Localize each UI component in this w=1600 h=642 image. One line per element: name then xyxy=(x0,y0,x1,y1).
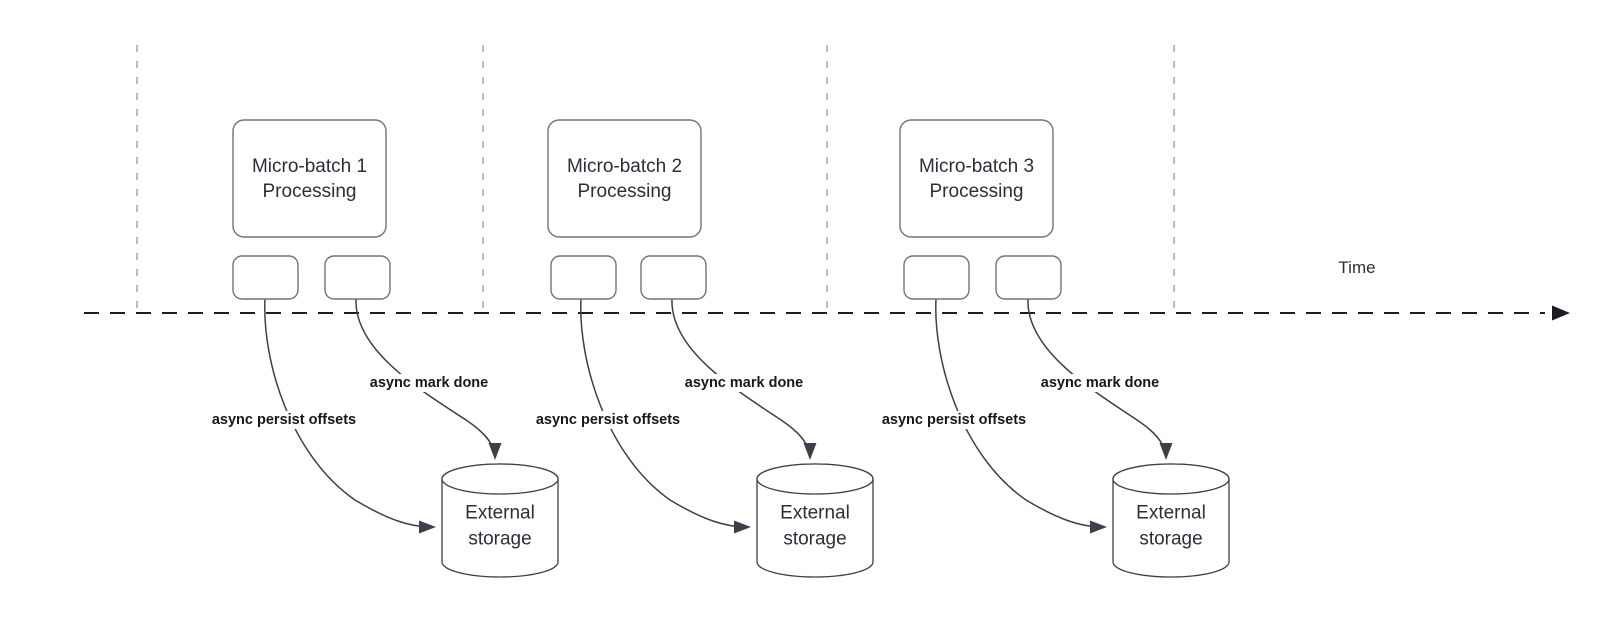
micro-batch-2-mark-done-edge xyxy=(671,298,810,453)
micro-batch-1-persist-offsets-edge-label: async persist offsets xyxy=(212,412,356,428)
time-axis-arrowhead xyxy=(1552,305,1570,321)
micro-batch-1-persist-offsets-edge-label-backdrop xyxy=(207,411,361,429)
micro-batch-3-persist-offsets-edge-arrowhead xyxy=(1090,520,1107,534)
micro-batch-1-mark-done-edge xyxy=(355,298,495,453)
micro-batch-3-mark-done-edge-label-backdrop xyxy=(1036,374,1164,392)
micro-batch-2-persist-offsets-edge xyxy=(580,298,744,528)
micro-batch-1-mark-done-edge-arrowhead xyxy=(488,443,502,460)
micro-batch-1-task-b[interactable] xyxy=(324,255,391,300)
micro-batch-2-mark-done-edge-arrowhead xyxy=(803,443,817,460)
micro-batch-1-external-storage-top xyxy=(441,463,559,495)
flow-edge-group xyxy=(264,298,1173,534)
micro-batch-3-persist-offsets-edge-label-backdrop xyxy=(877,411,1031,429)
micro-batch-1-mark-done-edge-label-backdrop xyxy=(365,374,493,392)
micro-batch-1-mark-done-edge-label: async mark done xyxy=(370,375,488,391)
micro-batch-3-task-b[interactable] xyxy=(995,255,1062,300)
micro-batch-3-mark-done-edge xyxy=(1027,298,1166,453)
micro-batch-1-task-a[interactable] xyxy=(232,255,299,300)
micro-batch-3-task-a[interactable] xyxy=(903,255,970,300)
micro-batch-2-persist-offsets-edge-arrowhead xyxy=(734,520,751,534)
micro-batch-3-mark-done-edge-arrowhead xyxy=(1159,443,1173,460)
micro-batch-2-mark-done-edge-label-backdrop xyxy=(680,374,808,392)
time-axis-label: Time xyxy=(1338,258,1375,277)
micro-batch-1-persist-offsets-edge xyxy=(264,298,429,528)
timeline-axis-group: Time xyxy=(84,258,1570,321)
micro-batch-1-persist-offsets-edge-arrowhead xyxy=(419,520,436,534)
flow-edge-label-group: async persist offsets async mark done asyn… xyxy=(207,374,1164,429)
micro-batch-2-external-storage-top xyxy=(756,463,874,495)
micro-batch-2-processing-box[interactable] xyxy=(547,119,702,238)
micro-batch-2-task-b[interactable] xyxy=(640,255,707,300)
micro-batch-2-task-a[interactable] xyxy=(550,255,617,300)
micro-batch-3-mark-done-edge-label: async mark done xyxy=(1041,375,1159,391)
micro-batch-2-mark-done-edge-label: async mark done xyxy=(685,375,803,391)
micro-batch-3-external-storage-top xyxy=(1112,463,1230,495)
micro-batch-1-processing-box[interactable] xyxy=(232,119,387,238)
micro-batch-2-persist-offsets-edge-label-backdrop xyxy=(531,411,685,429)
micro-batch-3-processing-box[interactable] xyxy=(899,119,1054,238)
micro-batch-2-persist-offsets-edge-label: async persist offsets xyxy=(536,412,680,428)
timeline-tick-group xyxy=(136,45,1175,313)
micro-batch-3-persist-offsets-edge xyxy=(935,298,1100,528)
micro-batch-3-persist-offsets-edge-label: async persist offsets xyxy=(882,412,1026,428)
